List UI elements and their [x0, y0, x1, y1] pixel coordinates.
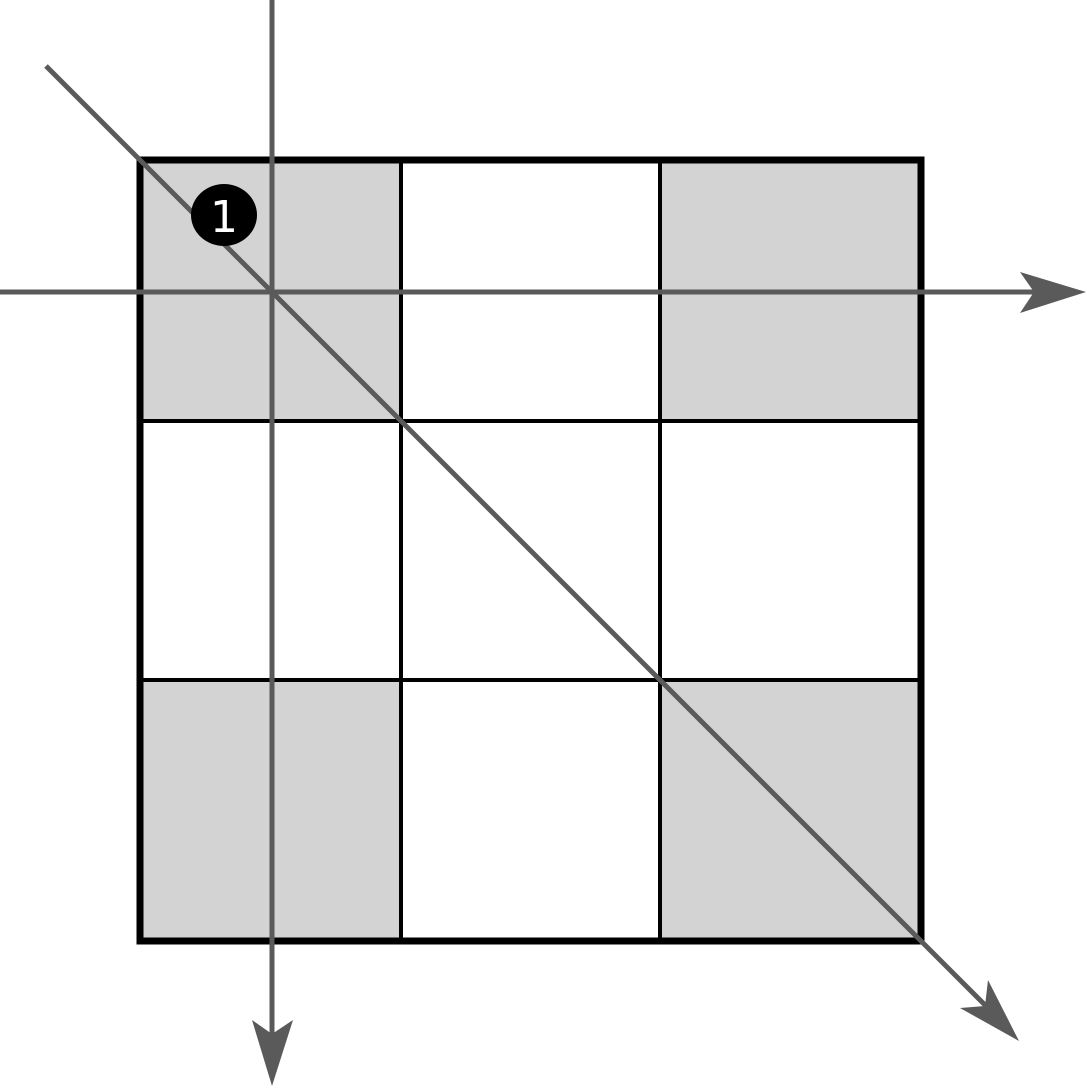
horizontal-arrow — [0, 272, 1086, 313]
number-badge: 1 — [191, 184, 257, 246]
cell-r1-c2 — [660, 421, 921, 680]
cell-r2-c1 — [401, 680, 660, 941]
grid-border — [136, 156, 925, 945]
badge-label: 1 — [210, 192, 238, 243]
vertical-arrowhead — [252, 1020, 293, 1086]
horizontal-arrowhead — [1020, 272, 1086, 313]
vertical-arrow — [252, 0, 293, 1086]
badge-circle — [191, 184, 257, 246]
diagonal-arrowhead — [960, 980, 1019, 1041]
